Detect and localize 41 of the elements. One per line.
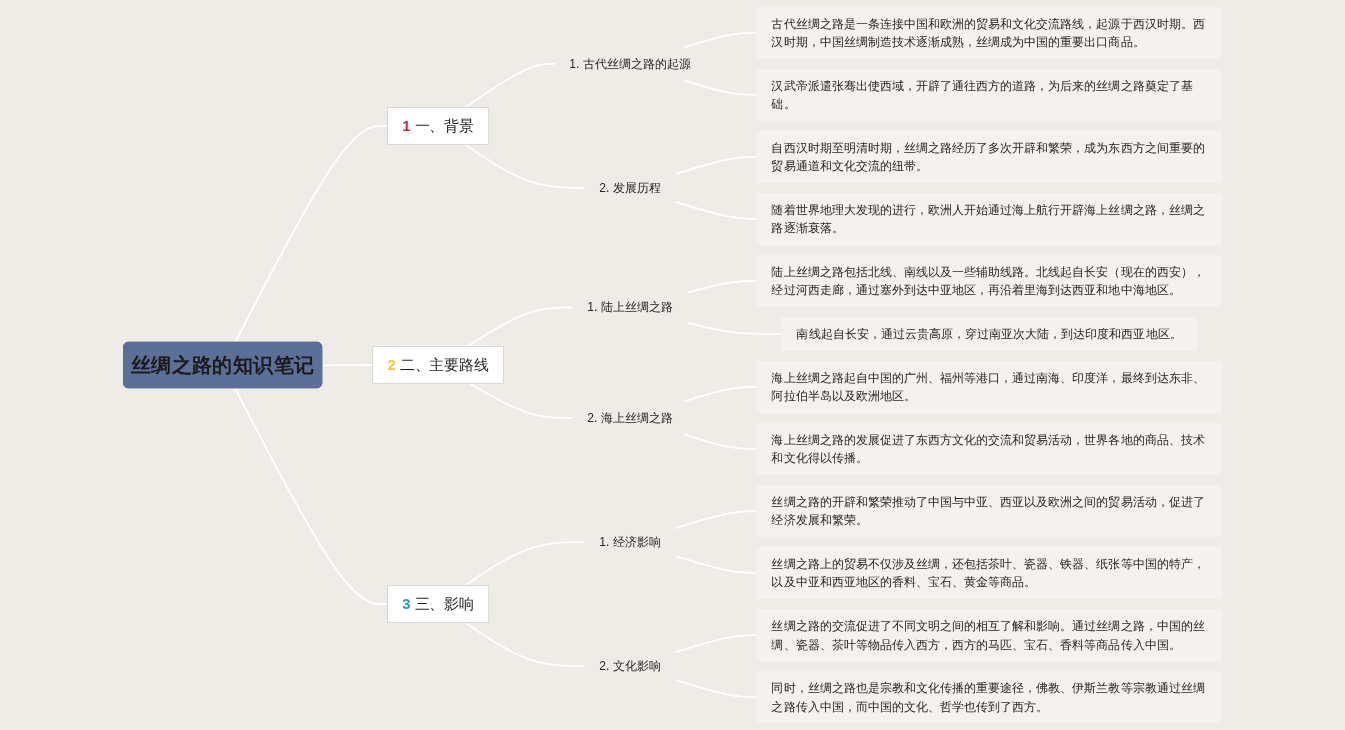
node-box: 同时，丝绸之路也是宗教和文化传播的重要途径，佛教、伊斯兰教等宗教通过丝绸之路传入中国，而中国的文化、哲学也传到了西方。	[756, 671, 1222, 724]
node-box: 2 二、主要路线	[372, 346, 504, 384]
node-box: 陆上丝绸之路包括北线、南线以及一些辅助线路。北线起自长安（现在的西安），经过河西走廊，通过塞外到达中亚地区，再沿着里海到达西亚和地中海地区。	[756, 255, 1222, 307]
connector	[682, 31, 758, 49]
node-box: 3 三、影响	[386, 585, 490, 624]
connector	[674, 555, 758, 574]
node-box: 丝绸之路的交流促进了不同文明之间的相互了解和影响。通过丝绸之路，中国的丝绸、瓷器、茶叶等物品传入西方，西方的马匹、宝石、香料等商品传入中国。	[756, 609, 1222, 662]
node-text: 2. 海上丝绸之路	[587, 410, 673, 425]
node-text: 2. 文化影响	[599, 658, 661, 673]
connector	[464, 621, 586, 668]
connector	[682, 79, 758, 96]
connector	[674, 156, 758, 175]
node-box: 丝绸之路的开辟和繁荣推动了中国与中亚、西亚以及欧洲之间的贸易活动，促进了经济发展和繁荣。	[756, 485, 1222, 537]
connector	[674, 510, 758, 529]
node-box: 1 一、背景	[386, 106, 490, 145]
node-box: 丝绸之路上的贸易不仅涉及丝绸，还包括茶叶、瓷器、铁器、纸张等中国的特产，以及中亚和西亚地区的香料、宝石、黄金等商品。	[756, 547, 1222, 599]
node-box: 海上丝绸之路起自中国的广州、福州等港口，通过南海、印度洋，最终到达东非、阿拉伯半岛以及欧洲地区。	[756, 361, 1222, 413]
node-box: 汉武帝派遣张骞出使西域，开辟了通往西方的道路，为后来的丝绸之路奠定了基础。	[756, 68, 1222, 121]
connector	[686, 280, 758, 294]
connector	[464, 143, 586, 189]
connector	[466, 306, 574, 348]
node-box: 南线起自长安，通过云贵高原，穿过南亚次大陆，到达印度和西亚地区。	[781, 317, 1197, 351]
connector	[234, 125, 389, 344]
connector	[464, 541, 586, 587]
node-text: 2. 发展历程	[599, 180, 661, 195]
connector	[674, 634, 758, 654]
connector	[682, 433, 758, 450]
node-box: 随着世界地理大发现的进行，欧洲人开始通过海上航行开辟海上丝绸之路，丝绸之路逐渐衰落。	[756, 193, 1222, 245]
connector	[682, 386, 758, 403]
node-box: 古代丝绸之路是一条连接中国和欧洲的贸易和文化交流路线，起源于西汉时期。西汉时期，中国丝绸制造技术逐渐成熟，丝绸成为中国的重要出口商品。	[756, 6, 1222, 59]
connector	[464, 62, 556, 109]
node-box: 海上丝绸之路的发展促进了东西方文化的交流和贸易活动，世界各地的商品、技术和文化得以传播。	[756, 423, 1222, 475]
connector	[686, 321, 783, 335]
node-text: 1. 陆上丝绸之路	[587, 300, 673, 315]
connector	[674, 201, 758, 220]
connector	[234, 387, 389, 605]
node-text: 1. 经济影响	[599, 534, 661, 549]
node-box: 自西汉时期至明清时期，丝绸之路经历了多次开辟和繁荣，成为东西方之间重要的贸易通道和文化交流的纽带。	[756, 131, 1222, 183]
node-text: 1. 古代丝绸之路的起源	[569, 56, 691, 71]
connector	[468, 382, 574, 419]
connector	[674, 679, 758, 699]
